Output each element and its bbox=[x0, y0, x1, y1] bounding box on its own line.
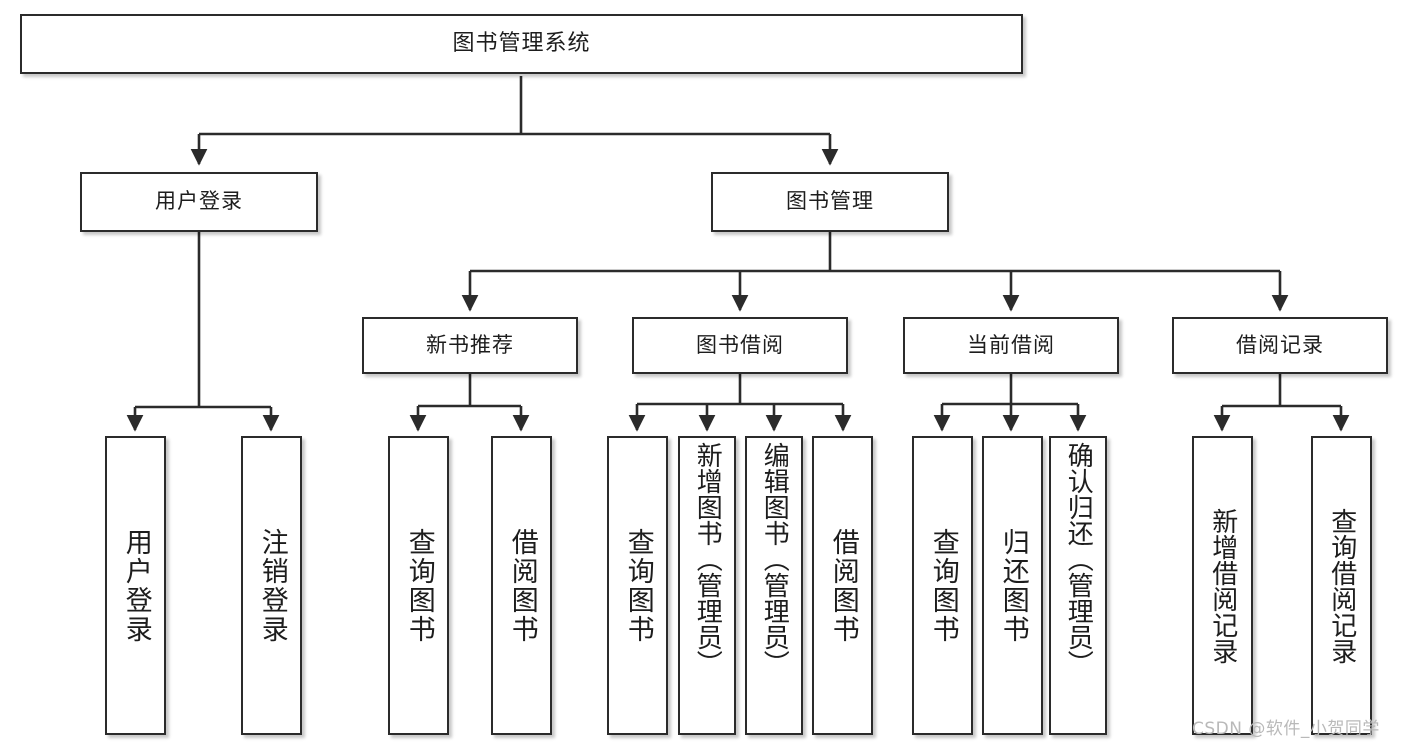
node-book-management[interactable]: 图书管理 bbox=[711, 172, 949, 232]
node-root-label: 图书管理系统 bbox=[452, 30, 591, 56]
node-book-borrow[interactable]: 图书借阅 bbox=[632, 317, 848, 374]
leaf-borrow-borrow-book[interactable]: 借阅图书 bbox=[812, 436, 873, 735]
leaf-query-borrow-record[interactable]: 查询借阅记录 bbox=[1311, 436, 1372, 735]
leaf-confirm-return-admin-label: 确认归还（管理员） bbox=[1063, 442, 1094, 676]
leaf-user-login[interactable]: 用户登录 bbox=[105, 436, 166, 735]
leaf-user-login-label: 用户登录 bbox=[120, 527, 152, 644]
node-borrow-record[interactable]: 借阅记录 bbox=[1172, 317, 1388, 374]
leaf-logout-login[interactable]: 注销登录 bbox=[241, 436, 302, 735]
node-user-login-label: 用户登录 bbox=[155, 189, 243, 214]
node-root[interactable]: 图书管理系统 bbox=[20, 14, 1023, 74]
leaf-confirm-return-admin[interactable]: 确认归还（管理员） bbox=[1049, 436, 1107, 735]
leaf-add-book-admin-label: 新增图书（管理员） bbox=[692, 442, 723, 676]
leaf-current-query-book[interactable]: 查询图书 bbox=[912, 436, 973, 735]
leaf-return-book-label: 归还图书 bbox=[997, 527, 1029, 644]
leaf-borrow-query-book[interactable]: 查询图书 bbox=[607, 436, 668, 735]
leaf-recommend-query-book[interactable]: 查询图书 bbox=[388, 436, 449, 735]
leaf-edit-book-admin[interactable]: 编辑图书（管理员） bbox=[745, 436, 803, 735]
node-new-book-recommend[interactable]: 新书推荐 bbox=[362, 317, 578, 374]
leaf-recommend-borrow-book-label: 借阅图书 bbox=[506, 527, 538, 644]
leaf-add-book-admin[interactable]: 新增图书（管理员） bbox=[678, 436, 736, 735]
node-book-management-label: 图书管理 bbox=[786, 189, 874, 214]
leaf-borrow-query-book-label: 查询图书 bbox=[622, 527, 654, 644]
node-new-book-recommend-label: 新书推荐 bbox=[426, 332, 514, 357]
leaf-return-book[interactable]: 归还图书 bbox=[982, 436, 1043, 735]
node-borrow-record-label: 借阅记录 bbox=[1236, 332, 1324, 357]
leaf-recommend-borrow-book[interactable]: 借阅图书 bbox=[491, 436, 552, 735]
node-book-borrow-label: 图书借阅 bbox=[696, 332, 784, 357]
leaf-add-borrow-record[interactable]: 新增借阅记录 bbox=[1192, 436, 1253, 735]
leaf-borrow-borrow-book-label: 借阅图书 bbox=[827, 527, 859, 644]
leaf-query-borrow-record-label: 查询借阅记录 bbox=[1326, 507, 1357, 664]
leaf-logout-login-label: 注销登录 bbox=[256, 527, 288, 644]
node-user-login[interactable]: 用户登录 bbox=[80, 172, 318, 232]
leaf-recommend-query-book-label: 查询图书 bbox=[403, 527, 435, 644]
leaf-add-borrow-record-label: 新增借阅记录 bbox=[1207, 507, 1238, 664]
node-current-borrow-label: 当前借阅 bbox=[967, 332, 1055, 357]
node-current-borrow[interactable]: 当前借阅 bbox=[903, 317, 1119, 374]
leaf-current-query-book-label: 查询图书 bbox=[927, 527, 959, 644]
leaf-edit-book-admin-label: 编辑图书（管理员） bbox=[759, 442, 790, 676]
